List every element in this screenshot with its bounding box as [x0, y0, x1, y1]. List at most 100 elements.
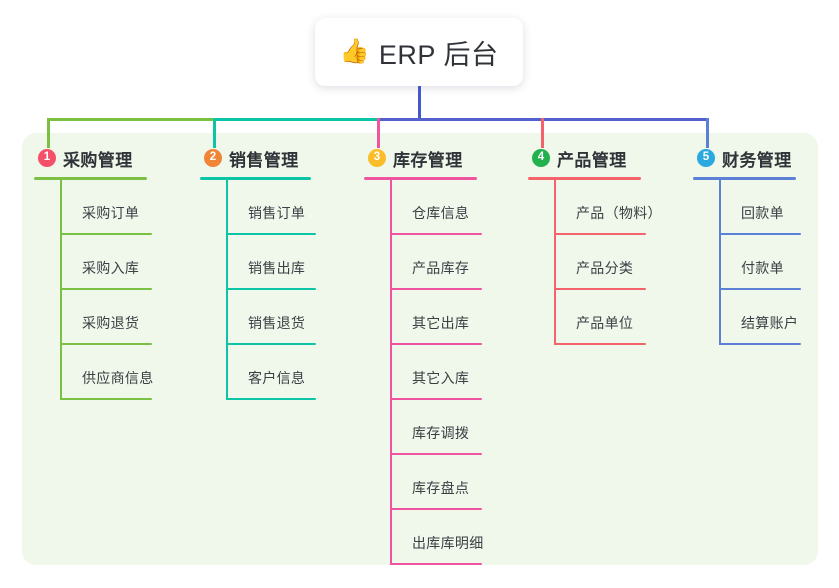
branch-item-underline [554, 343, 646, 345]
branch-item[interactable]: 其它出库 [390, 290, 514, 345]
root-node-card[interactable]: 👍 ERP 后台 [315, 18, 523, 86]
branch-badge-1: 1 [38, 149, 56, 167]
branch-spine-3 [390, 180, 392, 565]
branch-underline-4 [528, 177, 641, 180]
branch-item-label: 客户信息 [248, 370, 306, 386]
branch-item[interactable]: 出库库明细 [390, 510, 514, 565]
branch-item-label: 产品分类 [576, 260, 634, 276]
trunk-segment-2 [213, 118, 379, 121]
branch-item[interactable]: 仓库信息 [390, 180, 514, 235]
branch-item-label: 销售订单 [248, 205, 306, 221]
branch-items-1: 采购订单采购入库采购退货供应商信息 [34, 180, 184, 400]
branch-drop-connector-1 [46, 118, 50, 148]
branch-underline-5 [693, 177, 796, 180]
branch-item-underline [719, 288, 801, 290]
branch-item-underline [390, 398, 482, 400]
branch-item[interactable]: 供应商信息 [60, 345, 184, 400]
branch-label-2: 销售管理 [229, 150, 299, 170]
branch-item[interactable]: 结算账户 [719, 290, 833, 345]
branch-underline-2 [200, 177, 311, 180]
branch-item-label: 产品库存 [412, 260, 470, 276]
branch-spine-1 [60, 180, 62, 400]
branch-item[interactable]: 销售订单 [226, 180, 348, 235]
branch-item[interactable]: 采购订单 [60, 180, 184, 235]
branch-item-underline [60, 233, 152, 235]
branch-drop-connector-5 [705, 118, 709, 148]
diagram-background-panel [22, 133, 818, 565]
branch-item[interactable]: 其它入库 [390, 345, 514, 400]
branch-item-underline [60, 398, 152, 400]
branch-header-2[interactable]: 2 销售管理 [200, 146, 348, 170]
branch-underline-3 [364, 177, 477, 180]
branch-item-underline [390, 508, 482, 510]
root-title: 👍 ERP 后台 [340, 33, 499, 72]
branch-item-underline [719, 233, 801, 235]
branch-items-5: 回款单付款单结算账户 [693, 180, 833, 345]
trunk-segment-1 [47, 118, 215, 121]
branch-item-underline [60, 288, 152, 290]
branch-items-3: 仓库信息产品库存其它出库其它入库库存调拨库存盘点出库库明细 [364, 180, 514, 565]
branch-spine-4 [554, 180, 556, 345]
branch-item-label: 库存盘点 [412, 480, 470, 496]
root-stem-connector [417, 86, 421, 121]
branch-items-2: 销售订单销售出库销售退货客户信息 [200, 180, 348, 400]
branch-item[interactable]: 库存盘点 [390, 455, 514, 510]
branch-column-5: 5 财务管理回款单付款单结算账户 [693, 146, 833, 345]
branch-column-2: 2 销售管理销售订单销售出库销售退货客户信息 [200, 146, 348, 400]
branch-drop-connector-4 [540, 118, 544, 148]
branch-item[interactable]: 产品单位 [554, 290, 678, 345]
branch-badge-5: 5 [697, 149, 715, 167]
branch-item-underline [719, 343, 801, 345]
branch-item-label: 采购退货 [82, 315, 140, 331]
branch-item-label: 供应商信息 [82, 370, 154, 386]
branch-column-1: 1 采购管理采购订单采购入库采购退货供应商信息 [34, 146, 184, 400]
branch-item-underline [226, 343, 316, 345]
branch-item-label: 仓库信息 [412, 205, 470, 221]
branch-item[interactable]: 产品库存 [390, 235, 514, 290]
branch-item-label: 采购订单 [82, 205, 140, 221]
branch-item-underline [390, 288, 482, 290]
branch-item[interactable]: 付款单 [719, 235, 833, 290]
branch-label-4: 产品管理 [557, 150, 627, 170]
thumbs-up-icon: 👍 [339, 38, 370, 65]
branch-spine-5 [719, 180, 721, 345]
branch-item[interactable]: 库存调拨 [390, 400, 514, 455]
branch-badge-2: 2 [204, 149, 222, 167]
branch-item[interactable]: 销售退货 [226, 290, 348, 345]
branch-item-label: 出库库明细 [412, 535, 484, 551]
branch-item-label: 其它入库 [412, 370, 470, 386]
branch-item[interactable]: 产品分类 [554, 235, 678, 290]
branch-item-label: 回款单 [741, 205, 784, 221]
branch-item-underline [390, 453, 482, 455]
branch-column-3: 3 库存管理仓库信息产品库存其它出库其它入库库存调拨库存盘点出库库明细 [364, 146, 514, 565]
branch-item-label: 结算账户 [741, 315, 799, 331]
branch-label-1: 采购管理 [63, 150, 133, 170]
branch-header-5[interactable]: 5 财务管理 [693, 146, 833, 170]
branch-drop-connector-3 [376, 118, 380, 148]
branch-header-1[interactable]: 1 采购管理 [34, 146, 184, 170]
branch-item[interactable]: 客户信息 [226, 345, 348, 400]
branch-item-underline [390, 233, 482, 235]
branch-item-underline [390, 563, 482, 565]
branch-spine-2 [226, 180, 228, 400]
branch-item-underline [390, 343, 482, 345]
branch-item-underline [554, 288, 646, 290]
branch-item-underline [60, 343, 152, 345]
branch-label-5: 财务管理 [722, 150, 792, 170]
branch-item-label: 其它出库 [412, 315, 470, 331]
branch-item-label: 销售出库 [248, 260, 306, 276]
branch-item[interactable]: 回款单 [719, 180, 833, 235]
branch-items-4: 产品（物料） 产品分类产品单位 [528, 180, 678, 345]
branch-badge-3: 3 [368, 149, 386, 167]
branch-item[interactable]: 销售出库 [226, 235, 348, 290]
root-title-text: ERP 后台 [378, 39, 499, 70]
branch-item[interactable]: 采购入库 [60, 235, 184, 290]
branch-label-3: 库存管理 [393, 150, 463, 170]
branch-item[interactable]: 产品（物料） [554, 180, 678, 235]
branch-item[interactable]: 采购退货 [60, 290, 184, 345]
branch-item-underline [226, 398, 316, 400]
branch-item-underline [226, 288, 316, 290]
branch-header-3[interactable]: 3 库存管理 [364, 146, 514, 170]
